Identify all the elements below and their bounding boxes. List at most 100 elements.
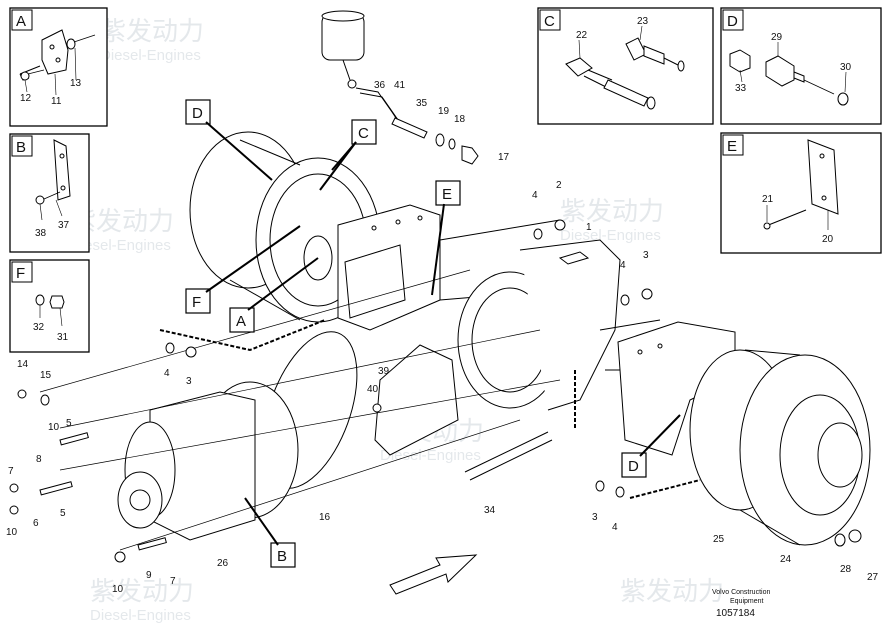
part-label: 23 bbox=[637, 16, 649, 27]
callout-a: A bbox=[229, 257, 319, 333]
breather-assembly bbox=[321, 10, 479, 165]
inset-letter: D bbox=[727, 13, 738, 30]
inset-letter: B bbox=[16, 139, 26, 156]
part-label: 38 bbox=[35, 228, 47, 239]
inset-letter: A bbox=[16, 13, 26, 30]
part-label: 7 bbox=[8, 466, 14, 477]
part-label: 4 bbox=[532, 190, 538, 201]
sensor-nut bbox=[729, 49, 751, 73]
part-label: 19 bbox=[438, 106, 450, 117]
callout-c: C bbox=[319, 119, 377, 191]
bracket-39 bbox=[374, 344, 459, 456]
o-ring bbox=[837, 92, 849, 106]
left-housing bbox=[337, 204, 441, 331]
part-label: 9 bbox=[146, 570, 152, 581]
gasket-ring bbox=[66, 38, 76, 50]
cover-plate-shape bbox=[41, 29, 69, 75]
axle-assembly-drawing bbox=[39, 10, 871, 595]
watermark-sub: Diesel-Engines bbox=[100, 47, 201, 64]
part-label: 6 bbox=[33, 518, 39, 529]
callout-d-left: D bbox=[185, 99, 273, 181]
part-label: 14 bbox=[17, 359, 29, 370]
part-label: 5 bbox=[60, 508, 66, 519]
part-label: 10 bbox=[112, 584, 124, 595]
part-label: 24 bbox=[780, 554, 792, 565]
center-housing bbox=[457, 239, 621, 411]
part-label: 29 bbox=[771, 32, 783, 43]
part-label: 8 bbox=[36, 454, 42, 465]
part-number-labels: 36 41 35 19 18 17 4 2 1 4 3 4 3 39 40 14… bbox=[6, 80, 879, 595]
inset-box-e: E 21 20 bbox=[720, 132, 882, 254]
part-label: 10 bbox=[6, 527, 18, 538]
company-line-1: Volvo Construction bbox=[712, 589, 770, 596]
rivet bbox=[763, 222, 771, 230]
drawing-footer: Volvo Construction Equipment 1057184 bbox=[712, 589, 770, 619]
callout-f: F bbox=[185, 225, 301, 314]
part-label: 10 bbox=[48, 422, 60, 433]
part-label: 36 bbox=[374, 80, 386, 91]
part-label: 41 bbox=[394, 80, 406, 91]
part-label: 15 bbox=[40, 370, 52, 381]
svg-text:B: B bbox=[277, 548, 287, 565]
inset-letter: E bbox=[727, 138, 737, 155]
direction-arrow bbox=[389, 554, 478, 595]
callout-d-right: D bbox=[621, 414, 681, 478]
callout-letters: D C E F A B D bbox=[185, 99, 681, 568]
shaft-34 bbox=[464, 431, 553, 481]
callout-e: E bbox=[431, 180, 461, 296]
svg-text:D: D bbox=[192, 105, 203, 122]
part-label: 32 bbox=[33, 322, 45, 333]
inset-box-c: C 22 23 bbox=[537, 7, 714, 125]
bracket-plate bbox=[53, 139, 71, 201]
part-label: 3 bbox=[643, 250, 649, 261]
inset-letter: C bbox=[544, 13, 555, 30]
part-label: 25 bbox=[713, 534, 725, 545]
part-label: 5 bbox=[66, 418, 72, 429]
svg-text:E: E bbox=[442, 186, 452, 203]
plug bbox=[49, 295, 65, 309]
breather-fitting bbox=[565, 57, 656, 110]
watermark-logo: 紫发动力 bbox=[560, 196, 664, 226]
watermark-logo: 紫发动力 bbox=[100, 16, 204, 46]
part-label: 39 bbox=[378, 366, 390, 377]
bolt-head bbox=[35, 195, 45, 205]
watermark-sub: Diesel-Engines bbox=[70, 237, 171, 254]
inset-box-a: A 13 12 11 bbox=[9, 7, 108, 127]
part-label: 28 bbox=[840, 564, 852, 575]
part-label: 27 bbox=[867, 572, 879, 583]
part-label: 40 bbox=[367, 384, 379, 395]
inset-box-d: D 29 30 33 bbox=[720, 7, 882, 125]
watermark-logo: 紫发动力 bbox=[620, 576, 724, 606]
watermark-sub: Diesel-Engines bbox=[380, 447, 481, 464]
part-label: 26 bbox=[217, 558, 229, 569]
part-label: 33 bbox=[735, 83, 747, 94]
right-hub-end bbox=[689, 349, 871, 546]
part-label: 4 bbox=[164, 368, 170, 379]
watermark-sub: Diesel-Engines bbox=[90, 607, 191, 624]
part-label: 3 bbox=[592, 512, 598, 523]
part-label: 34 bbox=[484, 505, 496, 516]
part-label: 1 bbox=[586, 222, 592, 233]
part-label: 18 bbox=[454, 114, 466, 125]
inset-box-b: B 38 37 bbox=[9, 133, 90, 253]
inset-box-f: F 32 31 bbox=[9, 259, 90, 353]
bolt-head bbox=[20, 71, 30, 81]
svg-text:A: A bbox=[236, 313, 246, 330]
part-label: 16 bbox=[319, 512, 331, 523]
part-label: 12 bbox=[20, 93, 32, 104]
part-label: 11 bbox=[51, 96, 62, 107]
washer bbox=[35, 294, 45, 306]
part-label: 7 bbox=[170, 576, 176, 587]
part-label: 21 bbox=[762, 194, 774, 205]
part-label: 3 bbox=[186, 376, 192, 387]
svg-text:F: F bbox=[192, 294, 201, 311]
part-label: 31 bbox=[57, 332, 69, 343]
small-hardware bbox=[9, 219, 862, 563]
part-label: 4 bbox=[620, 260, 626, 271]
svg-text:C: C bbox=[358, 125, 369, 142]
callout-b: B bbox=[244, 497, 296, 568]
company-line-2: Equipment bbox=[730, 598, 764, 605]
part-label: 13 bbox=[70, 78, 82, 89]
vent-valve bbox=[625, 37, 685, 72]
